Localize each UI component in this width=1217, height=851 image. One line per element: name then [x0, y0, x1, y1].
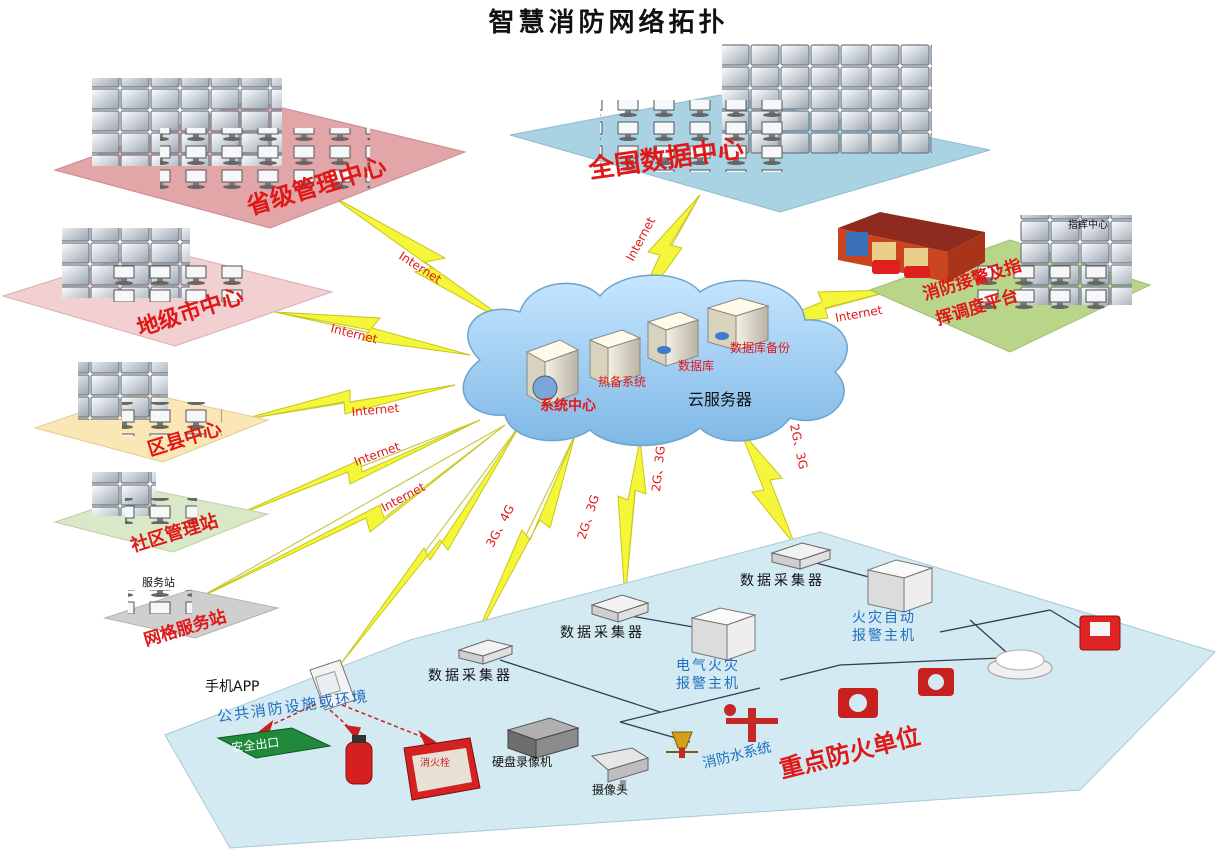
database-label: 数据库: [678, 358, 714, 373]
bolt-grid: [194, 424, 506, 601]
link-label: Internet: [379, 480, 428, 515]
server-hot-standby-icon: [588, 329, 642, 386]
data-collector-icon: [590, 594, 650, 623]
workstations-icon: [128, 590, 192, 614]
fire-alarm-host-icon: [866, 559, 934, 613]
server-database-icon: [646, 311, 700, 367]
current-sensor-icon: [918, 668, 954, 696]
exit-sign-icon: 安全出口: [216, 727, 332, 759]
collector-label: 数据采集器: [560, 624, 645, 641]
manual-alarm-button-icon: [1079, 615, 1121, 651]
nvr-icon: [506, 717, 580, 759]
camera-label: 摄像头: [592, 782, 628, 797]
workstations-icon: [122, 402, 222, 436]
hydrant-box-text: 消火栓: [420, 756, 450, 769]
county-center: 区县中心: [33, 362, 270, 463]
collector-label: 数据采集器: [428, 667, 513, 684]
national-data-center: 全国数据中心: [509, 44, 991, 213]
link-label: Internet: [351, 401, 400, 419]
fire-alarm-label-line1: 火灾自动: [852, 609, 916, 626]
grid-station: 服务站 网格服务站: [103, 575, 280, 651]
link-label: 2G、3G: [787, 423, 810, 471]
bolt-county: [239, 384, 456, 421]
app-label: 手机APP: [205, 679, 259, 695]
dispatch-sign: 指挥中心: [1068, 218, 1108, 231]
electric-alarm-label-line1: 电气火灾: [676, 657, 740, 674]
link-label: Internet: [834, 303, 884, 325]
data-collector-icon: [457, 639, 514, 665]
key-fire-unit: 数据采集器 数据采集器 数据采集器 电气火灾 报警主机: [164, 531, 1216, 849]
workstations-icon: [160, 128, 370, 190]
bolt-collector-2: [617, 439, 647, 601]
sprinkler-icon: [666, 731, 698, 758]
fire-station-icon: [838, 212, 985, 282]
workstations-icon: [600, 100, 790, 172]
server-backup-icon: [706, 297, 770, 351]
city-center: 地级市中心: [1, 228, 334, 347]
provincial-center: 省级管理中心: [53, 78, 467, 229]
water-valve-icon: [724, 704, 778, 742]
hydrant-box-icon: 消火栓: [403, 737, 481, 801]
dispatch-platform: 指挥中心 消防接警及指 挥调度平台: [838, 212, 1152, 353]
workstations-icon: [975, 262, 1115, 310]
link-label: 3G、4G: [483, 502, 517, 549]
bolt-collector-3: [739, 429, 796, 546]
bolt-community: [224, 419, 481, 521]
workstations-icon: [100, 262, 250, 302]
extinguisher-icon: [345, 735, 373, 785]
fire-alarm-label-line2: 报警主机: [852, 628, 916, 644]
hot-standby-label: 热备系统: [598, 375, 646, 389]
cloud-server: 系统中心 热备系统 数据库 数据库备份 云服务器: [462, 274, 848, 447]
camera-icon: [590, 747, 650, 790]
link-label: 2G、3G: [649, 445, 668, 492]
grid-sign: 服务站: [142, 575, 175, 589]
cloud-label: 云服务器: [688, 390, 752, 409]
bolt-city: [274, 311, 471, 356]
page-title: 智慧消防网络拓扑: [488, 8, 729, 38]
smoke-detector-icon: [987, 649, 1053, 680]
exit-sign-text: 安全出口: [231, 734, 280, 755]
link-label: Internet: [623, 215, 658, 264]
link-label: 2G、3G: [575, 493, 602, 541]
nvr-label: 硬盘录像机: [492, 754, 552, 769]
workstations-icon: [125, 498, 197, 524]
electric-alarm-label-line2: 报警主机: [676, 676, 740, 692]
electric-alarm-host-icon: [690, 607, 757, 661]
db-backup-label: 数据库备份: [730, 340, 790, 355]
phone-app-icon: [309, 659, 356, 711]
system-center-label: 系统中心: [540, 397, 596, 414]
community-station: 社区管理站: [53, 472, 270, 557]
current-sensor-icon: [838, 688, 878, 718]
data-collector-icon: [770, 542, 832, 570]
link-label: Internet: [352, 439, 402, 469]
collector-label: 数据采集器: [740, 572, 825, 589]
server-system-icon: [525, 339, 580, 406]
